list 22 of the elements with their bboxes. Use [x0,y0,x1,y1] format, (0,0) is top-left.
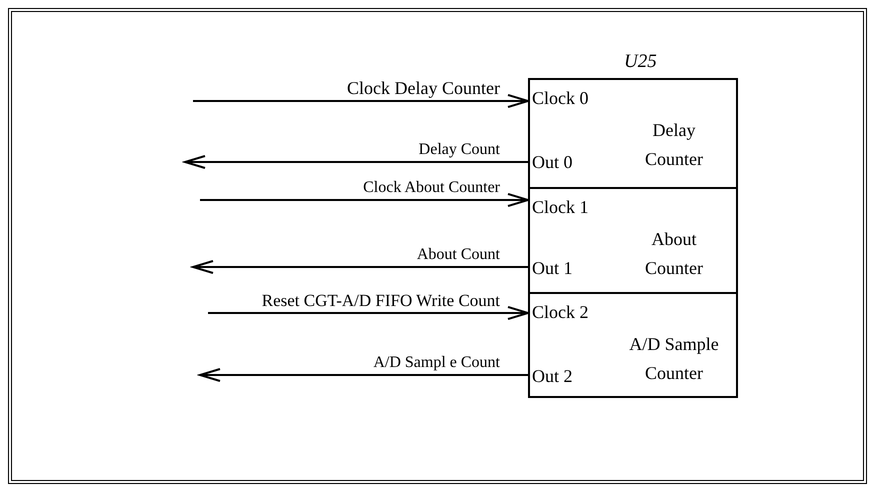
edge-label: Delay Count [418,142,500,158]
arrow [208,306,529,320]
edge-label: Clock About Counter [363,180,500,196]
counter-name: Delay Counter [644,119,704,171]
arrow [200,193,529,207]
arrow [193,94,529,108]
pin-label: Clock 0 [532,88,588,109]
counter-name: About Counter [644,228,704,280]
pin-label: Out 1 [532,258,572,279]
arrow [192,260,528,274]
counter-name: A/D Sample Counter [628,333,720,385]
edge-label: Clock Delay Counter [347,79,500,97]
edge-label: About Count [416,247,500,263]
edge-label: A/D Sampl e Count [373,355,500,371]
arrow [184,155,528,169]
edge-label: Reset CGT-A/D FIFO Write Count [262,292,500,309]
pin-label: Clock 2 [532,302,588,323]
pin-label: Out 0 [532,152,572,173]
pin-label: Clock 1 [532,197,588,218]
arrow [199,368,528,382]
chip-label: U25 [624,51,657,73]
pin-label: Out 2 [532,366,572,387]
